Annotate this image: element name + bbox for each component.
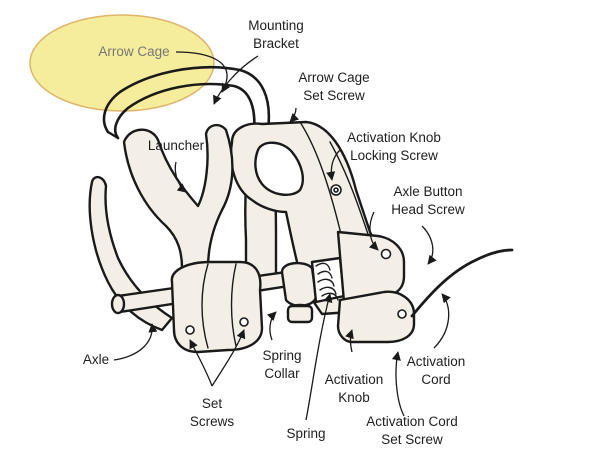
arrow-cage-arc-inner bbox=[114, 82, 256, 140]
label-arrow-cage: Arrow Cage bbox=[98, 44, 169, 59]
label-axle-button-head-screw-1: Axle Button bbox=[393, 184, 462, 199]
arrow-cage-arc bbox=[102, 65, 271, 134]
label-launcher: Launcher bbox=[148, 138, 205, 153]
label-activation-knob-locking-screw-2: Locking Screw bbox=[350, 148, 438, 163]
launcher-hub bbox=[170, 260, 264, 354]
label-arrow-cage-set-screw-2: Set Screw bbox=[303, 88, 365, 103]
label-activation-cord-1: Activation bbox=[407, 354, 466, 369]
label-mounting-bracket-2: Bracket bbox=[253, 36, 299, 51]
device-illustration bbox=[88, 65, 514, 354]
bracket-slot bbox=[254, 141, 304, 196]
labels: Arrow Cage Mounting Bracket Arrow Cage S… bbox=[83, 18, 465, 447]
activation-cord-block bbox=[336, 290, 416, 344]
label-activation-cord-set-screw-2: Set Screw bbox=[381, 432, 443, 447]
label-activation-knob-2: Knob bbox=[338, 390, 370, 405]
label-set-screws-1: Set bbox=[202, 396, 223, 411]
spring-collar bbox=[280, 261, 318, 307]
leader-lines bbox=[113, 51, 451, 421]
label-activation-cord-2: Cord bbox=[421, 372, 450, 387]
label-spring: Spring bbox=[286, 426, 325, 441]
label-axle: Axle bbox=[83, 352, 109, 367]
label-set-screws-2: Screws bbox=[190, 414, 235, 429]
label-mounting-bracket-1: Mounting bbox=[248, 18, 304, 33]
label-spring-collar-2: Collar bbox=[264, 366, 300, 381]
label-activation-knob-locking-screw-1: Activation Knob bbox=[347, 130, 441, 145]
activation-cord bbox=[410, 248, 514, 318]
label-axle-button-head-screw-2: Head Screw bbox=[391, 202, 465, 217]
launcher-fork bbox=[122, 123, 234, 270]
label-activation-knob-1: Activation bbox=[325, 372, 384, 387]
label-arrow-cage-set-screw-1: Arrow Cage bbox=[298, 70, 369, 85]
arrow-cage-highlight bbox=[29, 14, 215, 112]
label-spring-collar-1: Spring bbox=[262, 348, 301, 363]
spring-coils bbox=[310, 256, 346, 304]
label-activation-cord-set-screw-1: Activation Cord bbox=[366, 414, 458, 429]
